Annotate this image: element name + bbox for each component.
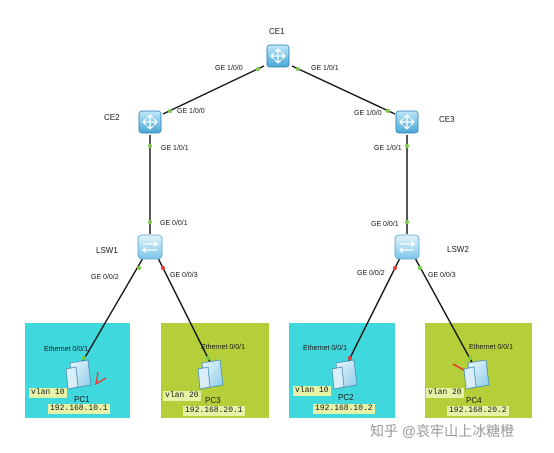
link-lsw2-pc2 (345, 257, 401, 367)
port-indicators (82, 67, 472, 360)
port-label: GE 1/0/0 (177, 108, 205, 115)
port-dot (148, 144, 152, 148)
pc3-port-label: Ethernet 0/0/1 (201, 344, 245, 351)
port-label: GE 1/0/1 (374, 145, 402, 152)
pc1-port-label: Ethernet 0/0/1 (44, 346, 88, 353)
lsw1-switch-icon (137, 234, 163, 260)
pc3-vlan-tag: vlan 20 (163, 391, 201, 401)
port-dot (82, 356, 86, 360)
port-label: GE 0/0/3 (170, 272, 198, 279)
lsw2-switch-icon (394, 234, 420, 260)
port-dot (393, 266, 397, 270)
port-dot (168, 109, 172, 113)
pc2-vlan-tag: vlan 10 (293, 386, 331, 396)
ce2-router-icon (138, 110, 162, 134)
port-dot (206, 356, 210, 360)
port-dot (137, 266, 141, 270)
port-dot (148, 220, 152, 224)
port-label: GE 0/0/1 (160, 220, 188, 227)
pc3-computer-icon (197, 359, 224, 390)
port-dot (386, 109, 390, 113)
pc2-computer-icon (331, 359, 358, 390)
link-ce1-ce3 (291, 65, 396, 115)
port-dot (405, 144, 409, 148)
pc2-port-label: Ethernet 0/0/1 (303, 345, 347, 352)
port-label: GE 1/0/0 (354, 110, 382, 117)
port-label: GE 1/0/1 (311, 65, 339, 72)
pc1-vlan-tag: vlan 10 (29, 388, 67, 398)
ce1-router-icon (266, 44, 290, 68)
lsw1-label: LSW1 (96, 246, 118, 255)
port-label: GE 1/0/0 (215, 65, 243, 72)
pc4-ip-address: 192.168.20.2 (447, 406, 509, 416)
red-annotation-mark (452, 363, 465, 371)
pc4-vlan-tag: vlan 20 (426, 388, 464, 398)
pc1-computer-icon (65, 359, 92, 390)
port-label: GE 1/0/1 (161, 145, 189, 152)
lsw2-label: LSW2 (447, 245, 469, 254)
pc1-label: PC1 (74, 395, 90, 404)
pc4-port-label: Ethernet 0/0/1 (469, 344, 513, 351)
port-label: GE 0/0/3 (428, 272, 456, 279)
ce3-router-icon (395, 110, 419, 134)
port-label: GE 0/0/2 (357, 270, 385, 277)
ce2-label: CE2 (104, 113, 120, 122)
link-ce1-ce2 (162, 65, 265, 115)
pc2-label: PC2 (338, 393, 354, 402)
pc2-ip-address: 192.168.10.2 (313, 404, 375, 414)
port-dot (418, 266, 422, 270)
pc3-ip-address: 192.168.20.1 (183, 406, 245, 416)
port-dot (256, 67, 260, 71)
link-lsw1-pc1 (79, 257, 144, 367)
ce3-label: CE3 (439, 115, 455, 124)
port-dot (296, 67, 300, 71)
port-label: GE 0/0/1 (371, 221, 399, 228)
port-dot (348, 356, 352, 360)
ce1-label: CE1 (269, 27, 285, 36)
red-annotation-mark (95, 371, 107, 386)
link-lsw2-pc4 (414, 257, 475, 367)
port-label: GE 0/0/2 (91, 274, 119, 281)
port-dot (468, 356, 472, 360)
port-dot (405, 220, 409, 224)
pc1-ip-address: 192.168.10.1 (48, 404, 110, 414)
pc3-label: PC3 (205, 396, 221, 405)
link-lsw1-pc3 (157, 257, 213, 367)
port-dot (161, 266, 165, 270)
watermark: 知乎 @哀牢山上冰糖橙 (370, 423, 515, 439)
pc4-label: PC4 (466, 396, 482, 405)
pc4-computer-icon (463, 359, 490, 390)
links (79, 65, 475, 367)
